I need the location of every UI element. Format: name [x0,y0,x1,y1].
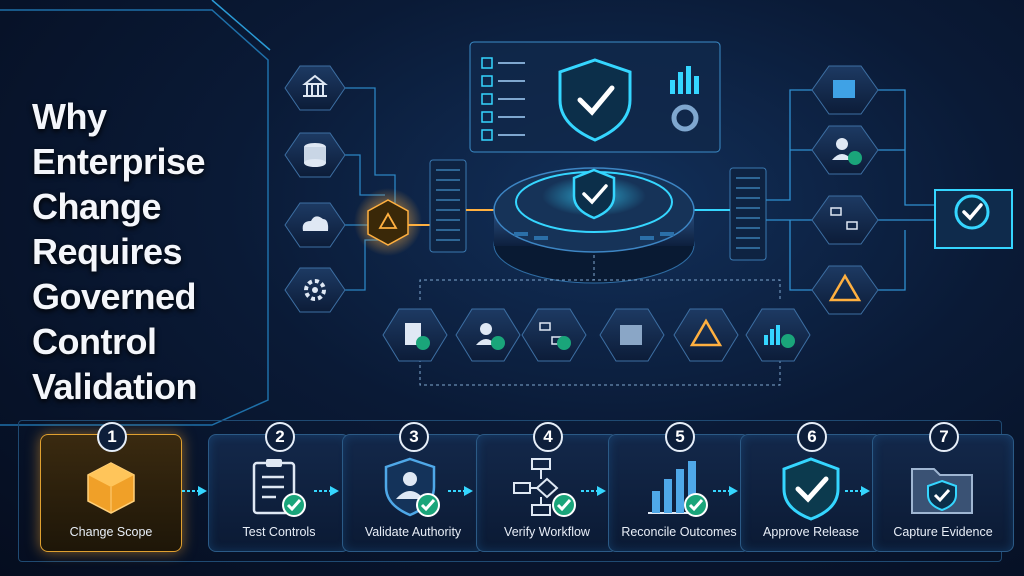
step-verify-workflow: 4 Verify Workflow [476,422,618,552]
step-label: Reconcile Outcomes [621,525,737,539]
user-shield-icon [384,457,440,517]
step-number: 3 [399,422,429,452]
target-nodes [811,65,879,315]
folder-shield-icon [911,468,973,514]
warning-icon [828,273,862,302]
step-label: Test Controls [242,525,316,539]
step-number: 4 [533,422,563,452]
step-label: Validate Authority [364,525,462,539]
cloud-icon [302,216,329,231]
source-nodes [284,65,346,313]
step-approve-release: 6 Approve Release [740,422,882,552]
arrow-right-icon [845,486,870,496]
page-title: Why Enterprise Change Requires Governed … [32,96,206,408]
step-reconcile-outcomes: 5 Reconcile Outcomes [608,422,750,552]
arrow-right-icon [314,486,339,496]
step-number: 7 [929,422,959,452]
step-test-controls: 2 Test Controls [208,422,350,552]
gear-icon [304,279,326,301]
arrow-right-icon [182,486,207,496]
arrow-right-icon [448,486,473,496]
step-change-scope: 1 Change Scope [40,422,182,552]
bar-chart-icon [648,461,708,517]
approved-output [934,189,1013,249]
title-frame [0,9,269,426]
step-number: 6 [797,422,827,452]
step-label: Capture Evidence [893,525,993,539]
puzzle-icon [833,80,855,98]
step-number: 1 [97,422,127,452]
step-number: 5 [665,422,695,452]
step-label: Verify Workflow [504,525,590,539]
step-capture-evidence: 7 Capture Evidence [872,422,1014,552]
check-circle-icon [954,194,990,230]
step-number: 2 [265,422,295,452]
shield-check-icon [558,58,632,142]
gateway-right [729,167,767,261]
bar-chart-icon [764,325,780,345]
step-validate-authority: 3 Validate Authority [342,422,484,552]
warning-icon [689,318,723,347]
workflow-icon [830,207,842,216]
control-nodes [382,308,811,362]
bank-icon [302,74,328,97]
arrow-right-icon [581,486,606,496]
user-icon [836,138,848,150]
cube-icon [87,462,135,514]
arrow-right-icon [713,486,738,496]
compliance-dashboard [469,41,721,153]
step-label: Change Scope [69,525,153,539]
warning-cube-icon [367,199,409,246]
workflow-icon [513,458,576,517]
checklist-icon [252,459,306,517]
step-label: Approve Release [763,525,859,539]
central-platform [493,167,695,284]
workflow-icon [539,322,551,331]
user-icon [480,323,492,335]
shield-check-icon [782,457,840,521]
puzzle-icon [620,325,642,345]
gateway-left [429,159,467,253]
